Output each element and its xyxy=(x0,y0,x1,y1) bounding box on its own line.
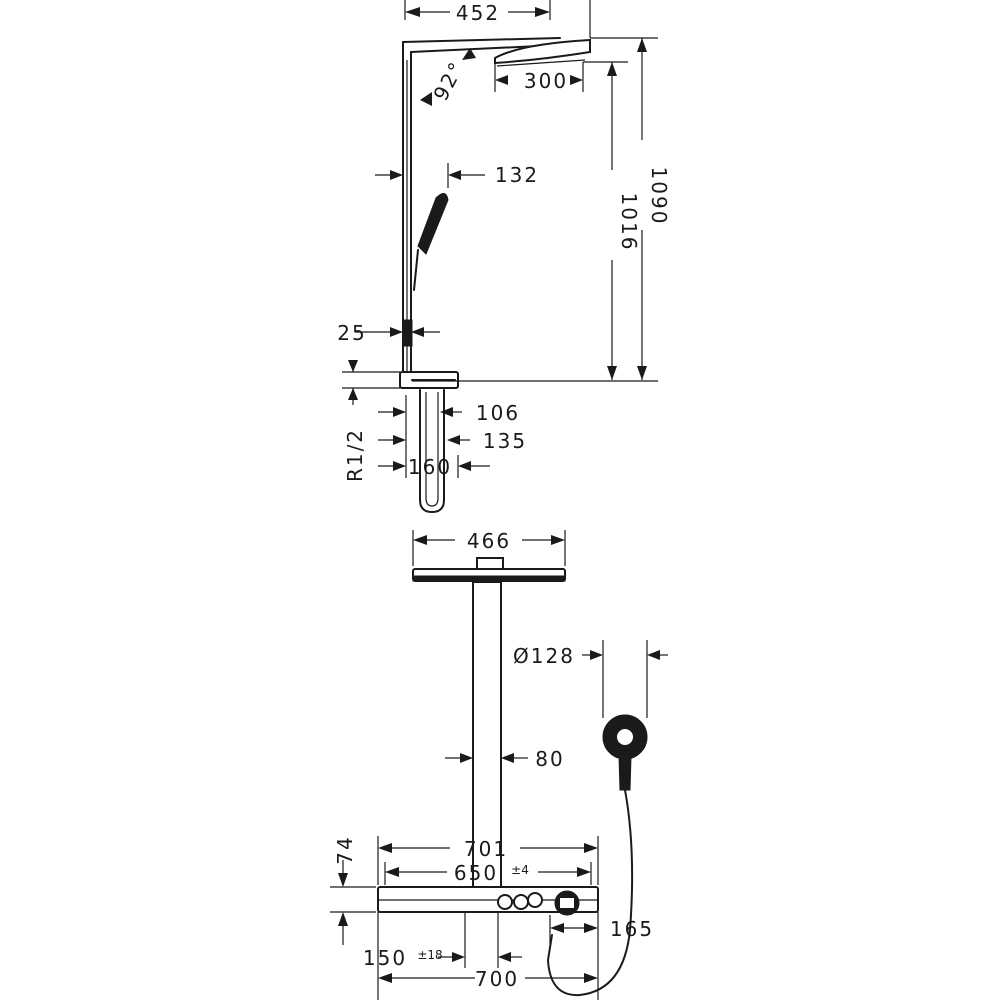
riser-front xyxy=(472,581,502,888)
dim-132-label: 132 xyxy=(495,163,539,187)
overhead-shower-head xyxy=(494,38,591,65)
dim-offset-150: 150 ±18 xyxy=(363,912,522,970)
dim-depth-106: 106 xyxy=(378,401,520,425)
control-knob-1 xyxy=(497,894,513,910)
dim-74-label: 74 xyxy=(333,835,357,864)
dim-92-label: 92° xyxy=(428,57,469,105)
dim-angle: 92° xyxy=(420,48,476,106)
dim-connection-spacing: 650 ±4 xyxy=(384,861,592,885)
dim-165-label: 165 xyxy=(610,917,654,941)
dim-depth-160: 160 xyxy=(378,455,490,479)
dim-25-label: 25 xyxy=(337,321,366,345)
riser-holder xyxy=(403,319,413,347)
dim-150-tolerance: ±18 xyxy=(417,948,442,962)
supply-loop xyxy=(419,389,445,514)
dim-head-width: 466 xyxy=(412,529,566,566)
dim-135-label: 135 xyxy=(483,429,527,453)
control-knob-2 xyxy=(513,894,529,910)
dim-466-label: 466 xyxy=(467,529,511,553)
front-view: 466 80 Ø128 xyxy=(330,529,668,1000)
dim-300-label: 300 xyxy=(524,69,568,93)
dim-80-label: 80 xyxy=(535,747,564,771)
dim-handshower-offset: 132 xyxy=(375,163,539,188)
dim-650-label: 650 xyxy=(454,861,498,885)
dim-128-label: Ø128 xyxy=(513,644,575,668)
dim-160-label: 160 xyxy=(408,455,452,479)
dim-106-label: 106 xyxy=(476,401,520,425)
dim-total-height: 1090 xyxy=(590,37,671,380)
dim-handshower-diameter: Ø128 xyxy=(513,640,668,718)
dim-head-height: 1016 xyxy=(583,61,641,380)
side-view: 452 92° 300 132 xyxy=(337,0,671,514)
dim-top-width: 452 xyxy=(404,0,551,25)
dim-thermostat-width: 701 xyxy=(377,836,599,885)
dim-r12-label: R1/2 xyxy=(343,428,367,482)
dim-150-label: 150 xyxy=(363,946,407,970)
dim-1090-label: 1090 xyxy=(647,167,671,226)
hand-shower-handle xyxy=(618,755,632,791)
dim-650-tolerance: ±4 xyxy=(511,863,529,877)
dim-shelf-height: 74 xyxy=(330,835,376,945)
dim-452-label: 452 xyxy=(456,1,500,25)
dim-1016-label: 1016 xyxy=(617,193,641,252)
hand-shower-side xyxy=(417,193,449,255)
dim-701-label: 701 xyxy=(464,837,508,861)
dim-depth-135: 135 xyxy=(378,429,527,453)
dim-connection-700: 700 xyxy=(377,912,598,1000)
shower-hose xyxy=(546,789,634,997)
dim-700-label: 700 xyxy=(475,967,519,991)
dim-bar-diameter: 25 xyxy=(337,321,440,345)
control-knob-3 xyxy=(527,892,543,908)
dim-bar-width: 80 xyxy=(445,747,564,771)
dim-outlet-165: 165 xyxy=(549,915,654,945)
dim-head-depth: 300 xyxy=(494,62,584,93)
dim-thread: R1/2 xyxy=(342,360,400,482)
